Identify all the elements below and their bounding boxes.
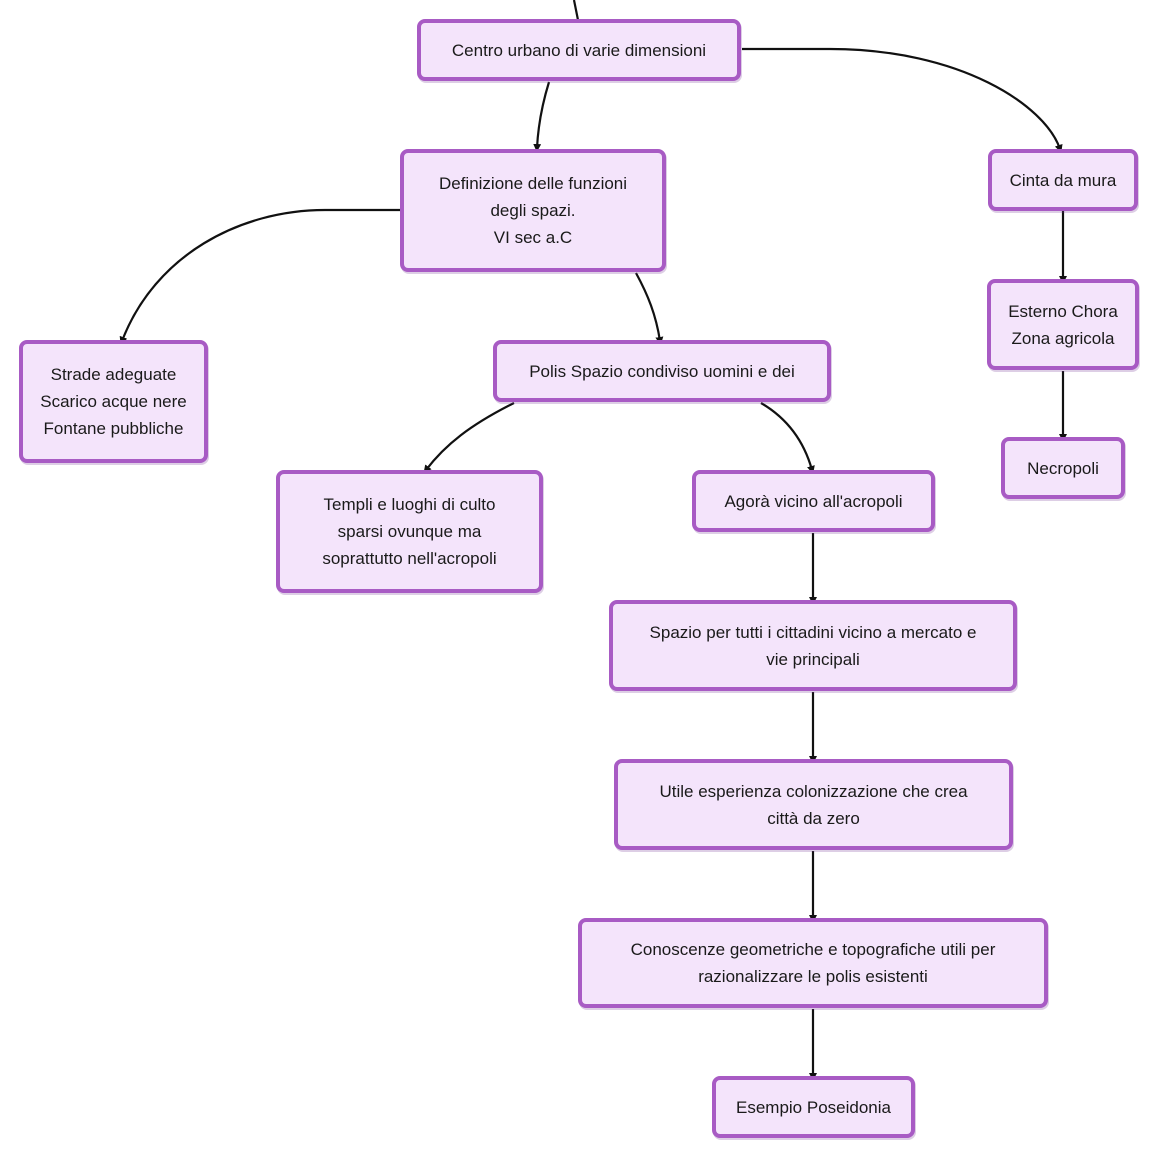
node-label: Esterno Chora Zona agricola xyxy=(1008,301,1118,348)
node-agora[interactable]: Agorà vicino all'acropoli xyxy=(692,470,935,532)
node-necropoli[interactable]: Necropoli xyxy=(1001,437,1125,499)
node-definizione-funzioni[interactable]: Definizione delle funzioni degli spazi. … xyxy=(400,149,666,272)
node-esterno-chora[interactable]: Esterno Chora Zona agricola xyxy=(987,279,1139,370)
edge-centro-definizione xyxy=(533,81,551,152)
node-label: Strade adeguate Scarico acque nere Fonta… xyxy=(40,365,187,438)
edge-incoming-top xyxy=(572,0,580,21)
node-label: Agorà vicino all'acropoli xyxy=(724,491,903,511)
edge-polis-agora xyxy=(760,402,815,474)
edge-centro-cinta xyxy=(742,47,1063,153)
node-conoscenze-geometriche[interactable]: Conoscenze geometriche e topografiche ut… xyxy=(578,918,1048,1008)
node-label: Cinta da mura xyxy=(1009,170,1117,190)
node-label: Utile esperienza colonizzazione che crea… xyxy=(659,781,968,828)
node-spazio-cittadini[interactable]: Spazio per tutti i cittadini vicino a me… xyxy=(609,600,1017,691)
edge-definizione-polis xyxy=(635,272,664,345)
node-polis[interactable]: Polis Spazio condiviso uomini e dei xyxy=(493,340,831,402)
node-cinta-da-mura[interactable]: Cinta da mura xyxy=(988,149,1138,211)
node-esempio-poseidonia[interactable]: Esempio Poseidonia xyxy=(712,1076,915,1138)
node-label: Esempio Poseidonia xyxy=(736,1097,891,1117)
edge-polis-templi xyxy=(423,402,515,474)
node-label: Spazio per tutti i cittadini vicino a me… xyxy=(649,622,977,669)
node-utile-esperienza[interactable]: Utile esperienza colonizzazione che crea… xyxy=(614,759,1013,850)
node-label: Definizione delle funzioni degli spazi. … xyxy=(438,174,628,247)
edge-definizione-strades xyxy=(119,208,400,345)
node-label: Necropoli xyxy=(1027,458,1099,478)
node-label: Polis Spazio condiviso uomini e dei xyxy=(529,361,795,381)
node-label: Conoscenze geometriche e topografiche ut… xyxy=(630,940,996,986)
node-strade-adeguate[interactable]: Strade adeguate Scarico acque nere Fonta… xyxy=(19,340,208,463)
node-centro-urbano[interactable]: Centro urbano di varie dimensioni xyxy=(417,19,741,81)
node-label: Templi e luoghi di culto sparsi ovunque … xyxy=(322,495,497,568)
node-label: Centro urbano di varie dimensioni xyxy=(451,40,707,60)
node-templi[interactable]: Templi e luoghi di culto sparsi ovunque … xyxy=(276,470,543,593)
